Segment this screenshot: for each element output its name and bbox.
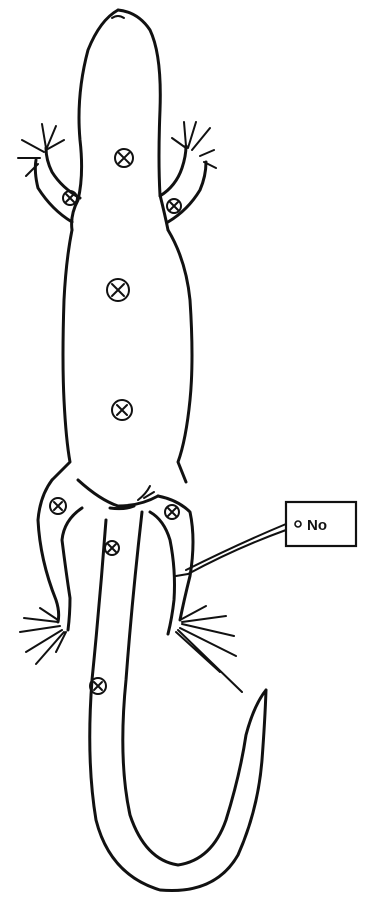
gecko-body	[52, 230, 192, 482]
circled-x-icon	[50, 498, 66, 514]
circled-x-icon	[167, 199, 181, 213]
front-left-leg	[18, 124, 80, 222]
gecko-tail	[90, 512, 266, 891]
front-left-foot	[18, 124, 64, 176]
circled-x-icon	[165, 505, 179, 519]
hind-right-leg-mark	[176, 574, 188, 576]
gecko-snout-detail	[112, 16, 124, 18]
callout-label: No	[307, 517, 327, 534]
gecko-head	[72, 10, 168, 230]
gecko-outline	[52, 10, 266, 891]
circled-x-icon	[112, 400, 132, 420]
circled-x-icon	[115, 149, 133, 167]
callout-leader	[186, 524, 286, 574]
hind-right-foot	[176, 606, 242, 692]
hind-right-leg	[150, 496, 242, 692]
front-right-leg	[160, 122, 216, 222]
circled-x-icon	[107, 279, 129, 301]
circled-x-icon	[105, 541, 119, 555]
callout-box: No	[286, 502, 356, 546]
front-right-foot	[172, 122, 216, 168]
